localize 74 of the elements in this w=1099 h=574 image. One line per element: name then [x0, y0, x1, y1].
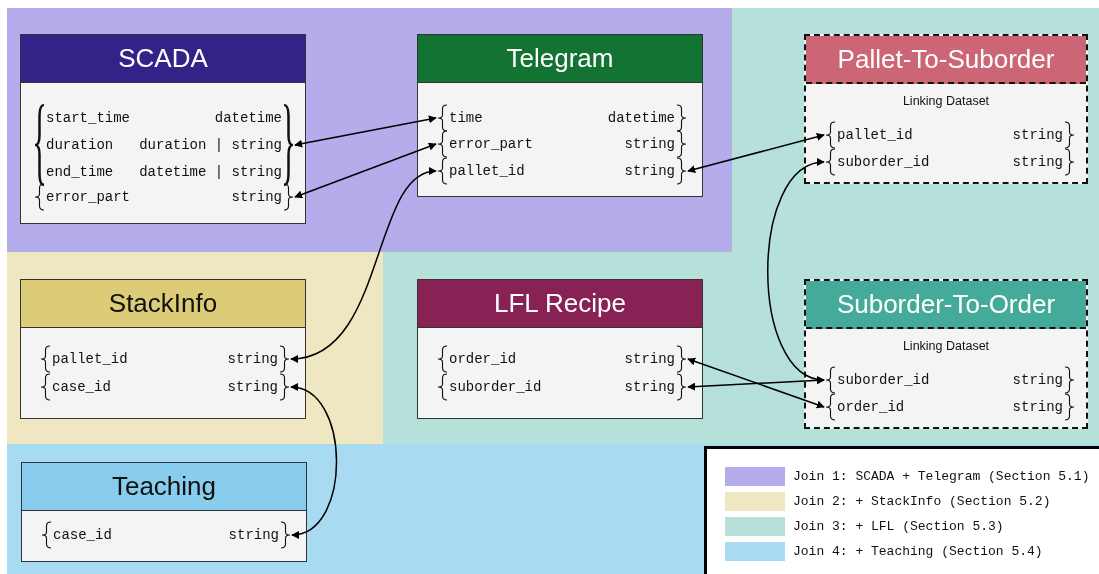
connector-arrow: [687, 357, 825, 409]
legend-label: Join 4: + Teaching (Section 5.4): [793, 544, 1043, 559]
table-header: Telegram: [418, 35, 702, 83]
table-subtitle: Linking Dataset: [901, 94, 991, 108]
field-name: start_time: [46, 109, 130, 129]
table-subtitle: Linking Dataset: [901, 339, 991, 353]
field-type: string: [1012, 153, 1063, 172]
field-name: error_part: [46, 188, 130, 207]
connector-arrow: [290, 384, 338, 538]
field-name: time: [449, 109, 483, 128]
field-type: string: [1012, 126, 1063, 145]
field-name: end_time: [46, 162, 115, 182]
field-entry: [826, 394, 1074, 420]
table-card: [804, 34, 1088, 184]
field-name: suborder_id: [837, 153, 930, 172]
table-card: [21, 462, 307, 562]
legend-label: Join 2: + StackInfo (Section 5.2): [793, 494, 1051, 509]
field-type: string: [624, 135, 675, 154]
connector-arrow: [687, 133, 825, 173]
field-type: string: [1012, 398, 1063, 417]
field-entry: [826, 122, 1074, 148]
field-type: datetime: [607, 109, 675, 128]
field-name: duration: [46, 136, 115, 155]
legend-label: Join 3: + LFL (Section 5.3): [793, 519, 1004, 534]
field-name: pallet_id: [52, 350, 128, 369]
field-name: pallet_id: [837, 126, 913, 145]
field-entry: [438, 346, 686, 372]
field-entry: [438, 158, 686, 184]
field-entry: [438, 374, 686, 400]
field-name: case_id: [52, 378, 111, 397]
field-type: string: [227, 378, 278, 397]
field-type: string: [231, 188, 282, 207]
field-entry: [826, 367, 1074, 393]
table-card: [20, 34, 306, 224]
field-entry: [42, 522, 290, 548]
field-name: suborder_id: [449, 378, 542, 397]
field-type: datetime: [213, 109, 282, 129]
table-header: Pallet-To-Suborder: [806, 36, 1086, 84]
table-card: [417, 34, 703, 197]
field-entry: [41, 374, 289, 400]
field-entry: [35, 184, 293, 210]
field-name: pallet_id: [449, 162, 525, 181]
table-header: Suborder-To-Order: [806, 281, 1086, 329]
field-type: string: [624, 350, 675, 369]
legend-label: Join 1: SCADA + Telegram (Section 5.1): [793, 469, 1090, 484]
field-name: error_part: [449, 135, 533, 154]
field-type: string: [624, 378, 675, 397]
field-type: string: [227, 350, 278, 369]
field-name: suborder_id: [837, 371, 930, 390]
table-header: SCADA: [21, 35, 305, 83]
connector-arrow: [294, 115, 437, 148]
field-entry: [41, 346, 289, 372]
field-name: order_id: [449, 350, 517, 369]
field-name: order_id: [837, 398, 905, 417]
connector-arrow: [767, 159, 825, 383]
field-type: duration | string: [139, 136, 282, 155]
field-type: string: [624, 162, 675, 181]
table-header: Teaching: [22, 463, 306, 511]
table-card: [20, 279, 306, 419]
field-type: string: [1012, 371, 1063, 390]
table-card: [804, 279, 1088, 429]
field-type: datetime | string: [139, 162, 282, 182]
table-header: StackInfo: [21, 280, 305, 328]
field-entry: [35, 105, 293, 185]
connector-arrow: [687, 376, 825, 391]
field-name: case_id: [53, 526, 112, 545]
field-entry: [438, 131, 686, 157]
table-header: LFL Recipe: [418, 280, 702, 328]
connector-arrow: [290, 168, 437, 362]
field-type: string: [228, 526, 279, 545]
table-card: [417, 279, 703, 419]
field-entry: [826, 149, 1074, 175]
connector-arrow: [294, 142, 437, 199]
field-entry: [438, 105, 686, 131]
